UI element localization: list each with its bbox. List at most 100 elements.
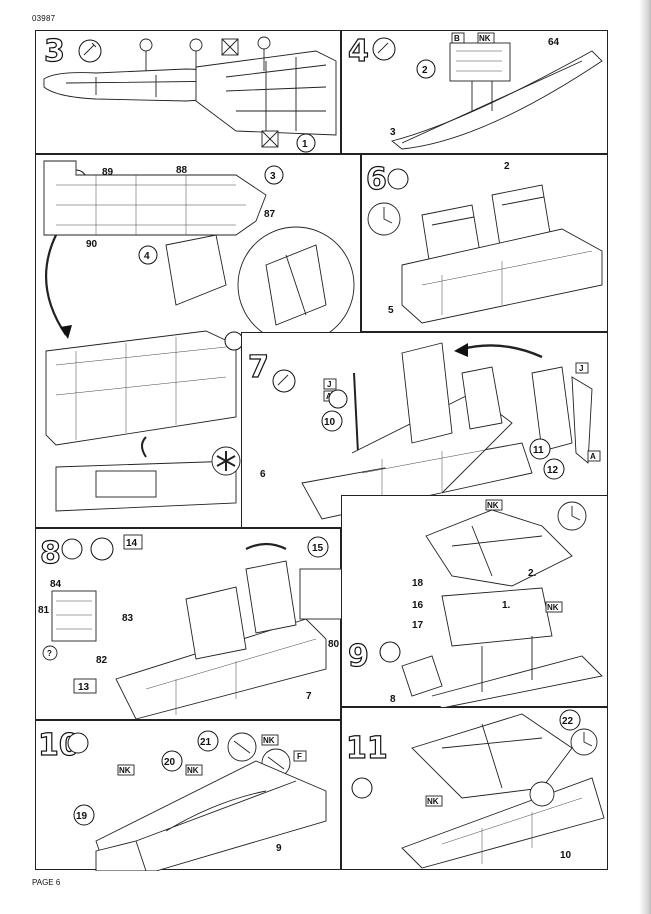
seat-back (461, 366, 503, 430)
cockpit-coaming (425, 509, 573, 587)
part-87-label: 87 (264, 209, 276, 220)
part-13-label: 13 (78, 682, 90, 693)
question-icon (42, 645, 58, 661)
cockpit-floor-top (43, 160, 267, 236)
instrument-panel (51, 590, 97, 642)
part-21-label: 21 (200, 737, 212, 748)
glue-icon (351, 777, 373, 799)
tag-j: J (323, 378, 337, 390)
tag-nk: NK (545, 601, 563, 613)
step-10-drawing: 10 21 20 19 9 NK NK NK F (37, 727, 327, 871)
step-6-number: 6 (366, 162, 387, 197)
part-2-label: 2 (504, 161, 510, 172)
step-9-number: 9 (348, 639, 369, 674)
step-7-number: 7 (248, 350, 269, 385)
step-8-panel: 8 14 15 84 81 83 82 13 80 7 ? (35, 528, 342, 720)
tag-b: B (451, 32, 465, 44)
tag-nk-b: NK (185, 764, 203, 776)
svg-text:?: ? (47, 649, 52, 658)
tag-nk-c: NK (261, 734, 279, 746)
part-1-circle (296, 133, 316, 153)
part-22-label: 22 (562, 716, 574, 727)
step-7-drawing: 7 J A 10 J A 11 12 (247, 342, 601, 520)
side-panel (531, 366, 573, 452)
part-1-label: 1 (302, 139, 308, 150)
step-5-drawing: 5 89 88 87 90 3 4 (43, 160, 355, 512)
glue-icon (78, 39, 102, 63)
tag-a2: A (587, 450, 601, 462)
seat-front (95, 840, 147, 871)
svg-text:B: B (454, 34, 460, 43)
part-5-label: 5 (388, 305, 394, 316)
part-17-label: 17 (412, 620, 424, 631)
tag-j2: J (575, 362, 589, 374)
part-18-label: 18 (412, 578, 424, 589)
seat-assembly (401, 655, 443, 697)
step-6-panel: 6 2 5 (361, 154, 608, 332)
step-4-number: 4 (348, 34, 369, 69)
part-3-label-a: 3 (270, 171, 276, 182)
part-81-label: 81 (38, 605, 50, 616)
page-number: PAGE 6 (32, 878, 61, 887)
part-90-label: 90 (86, 239, 98, 250)
pin-icons (139, 36, 271, 71)
part-4-label: 4 (144, 251, 150, 262)
step-9-drawing: 9 2. 1. 18 16 17 NK NK 8 (347, 499, 603, 708)
step-9-panel: 9 2. 1. 18 16 17 NK NK 8 (341, 495, 608, 708)
svg-text:J: J (579, 364, 583, 373)
page-edge-shadow (639, 0, 651, 914)
glue-tube-icon (83, 42, 97, 56)
step-4-panel: 4 B NK 64 2 3 (341, 30, 608, 154)
wing-panel-lines (225, 57, 327, 131)
seat-b (245, 560, 297, 634)
step-11-number: 11 (346, 731, 388, 766)
glue-icon (61, 538, 83, 560)
cockpit-tub (449, 42, 511, 82)
part-83-label: 83 (122, 613, 134, 624)
seat-a (185, 586, 247, 660)
svg-text:NK: NK (263, 736, 275, 745)
part-10-label: 10 (560, 850, 572, 861)
svg-text:NK: NK (487, 501, 499, 510)
step-11-panel: 11 22 NK 10 (341, 707, 608, 870)
glue-icon (379, 641, 401, 663)
part-3-label: 3 (390, 127, 396, 138)
side-console-detail (299, 568, 342, 620)
part-14-label: 14 (126, 538, 138, 549)
tag-nk: NK (425, 795, 443, 807)
svg-text:NK: NK (479, 34, 491, 43)
part-84-label: 84 (50, 579, 62, 590)
paint-icon (90, 537, 114, 561)
svg-text:J: J (327, 380, 331, 389)
part-11-label: 11 (533, 445, 544, 456)
part-8-label: 8 (390, 694, 396, 705)
no-glue-icon (221, 38, 279, 148)
step-3-number: 3 (44, 34, 65, 69)
step-3-panel: 3 1 (35, 30, 341, 154)
part-16-label: 16 (412, 600, 424, 611)
tag-nk: NK (477, 32, 495, 44)
part-7-label: 7 (306, 691, 312, 702)
part-2-label: 2. (528, 568, 537, 579)
tag-nk-top: NK (485, 499, 503, 511)
step-8-drawing: 8 14 15 84 81 83 82 13 80 7 ? (38, 534, 342, 720)
side-console (165, 234, 227, 306)
part-20-label: 20 (164, 757, 176, 768)
step-7-panel: 7 J A 10 J A 11 12 (241, 332, 608, 528)
part-2-label: 2 (422, 65, 428, 76)
part-9-label: 9 (276, 843, 282, 854)
part-88-label: 88 (176, 165, 188, 176)
part-1-label: 1. (502, 600, 511, 611)
fuselage-rail (431, 655, 603, 708)
tag-nk-a: NK (117, 764, 135, 776)
part-19-label: 19 (76, 811, 88, 822)
panel-16 (441, 587, 553, 647)
part-64-label: 64 (548, 37, 560, 48)
part-80-label: 80 (328, 639, 340, 650)
cockpit-coaming (95, 760, 327, 871)
step-6-drawing: 6 2 5 (365, 161, 603, 324)
tag-f: F (293, 750, 307, 762)
svg-text:NK: NK (427, 797, 439, 806)
step-8-number: 8 (40, 536, 61, 571)
